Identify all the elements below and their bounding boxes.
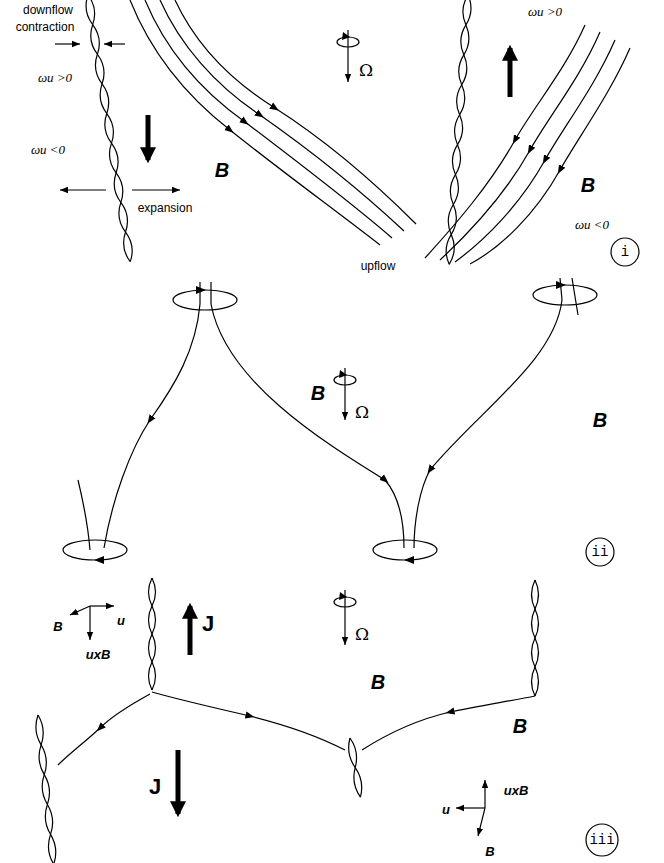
twisted-flux-tube bbox=[84, 0, 134, 262]
expansion-arrow bbox=[60, 189, 106, 190]
vector-arrow bbox=[478, 808, 485, 836]
panel-number: ii bbox=[590, 544, 611, 560]
expansion-arrow bbox=[132, 189, 180, 190]
current-arrow bbox=[176, 750, 181, 814]
field-stub bbox=[560, 278, 578, 315]
panel-number: iii bbox=[587, 832, 616, 848]
vector-arrow bbox=[70, 606, 90, 615]
current-label: J bbox=[200, 611, 216, 637]
vorticity-label: ωu <0 bbox=[29, 142, 67, 158]
rotation-loop bbox=[334, 597, 356, 607]
tube-strand bbox=[445, 0, 472, 265]
field-line bbox=[152, 692, 345, 750]
flow-label: expansion bbox=[136, 201, 195, 215]
flow-label: contraction bbox=[14, 20, 77, 34]
twisted-flux-tube bbox=[445, 0, 472, 265]
vector-label: u bbox=[440, 802, 452, 817]
field-line bbox=[470, 48, 630, 264]
vector-label: B bbox=[51, 619, 64, 634]
rotation-loop bbox=[334, 375, 356, 385]
rotation-loop bbox=[337, 37, 359, 47]
vorticity-label: ωu >0 bbox=[526, 4, 564, 20]
vector-arrow bbox=[456, 807, 485, 808]
tube-strand bbox=[347, 737, 364, 797]
rotation-label: Ω bbox=[357, 60, 375, 80]
twisted-flux-tube bbox=[35, 715, 58, 863]
field-line bbox=[104, 304, 200, 548]
field-label: B bbox=[511, 715, 529, 738]
contraction-arrow bbox=[55, 43, 80, 44]
twisted-flux-tube bbox=[532, 580, 539, 696]
vector-label: uxB bbox=[502, 783, 531, 798]
field-label: B bbox=[213, 159, 231, 182]
tube-strand bbox=[532, 580, 539, 696]
vector-arrow bbox=[90, 605, 114, 606]
field-line bbox=[455, 40, 615, 262]
field-line bbox=[425, 25, 585, 258]
rotation-arrowhead bbox=[342, 32, 350, 40]
field-stub bbox=[200, 282, 211, 304]
panel-number: i bbox=[619, 244, 631, 260]
field-line bbox=[160, 0, 404, 231]
panel-number-circle bbox=[586, 538, 614, 566]
tube-strand bbox=[347, 737, 364, 797]
vortex-loop bbox=[533, 285, 597, 305]
rotation-arrowhead bbox=[339, 592, 347, 600]
tube-strand bbox=[35, 715, 58, 863]
tube-strand bbox=[445, 0, 472, 265]
field-line bbox=[414, 300, 562, 548]
field-label: B bbox=[591, 409, 609, 432]
vortex-loop bbox=[373, 540, 437, 560]
tube-strand bbox=[149, 578, 156, 690]
vortex-arrowhead bbox=[196, 286, 206, 294]
tube-strand bbox=[35, 715, 58, 863]
rotation-label: Ω bbox=[353, 402, 371, 422]
current-label: J bbox=[147, 774, 163, 800]
flow-arrow bbox=[508, 48, 513, 97]
vorticity-label: ωu >0 bbox=[36, 70, 74, 86]
vortex-arrowhead bbox=[404, 556, 414, 564]
vorticity-label: ωu <0 bbox=[573, 217, 611, 233]
field-line bbox=[211, 304, 404, 548]
twisted-flux-tube bbox=[149, 578, 156, 690]
vector-arrow bbox=[89, 606, 90, 640]
vortex-arrowhead bbox=[94, 556, 104, 564]
twisted-flux-tube bbox=[347, 737, 364, 797]
field-line bbox=[362, 696, 535, 750]
field-line bbox=[130, 0, 380, 245]
tube-strand bbox=[532, 580, 539, 696]
field-stub bbox=[78, 480, 90, 550]
vector-label: u bbox=[115, 613, 127, 628]
flow-label: downflow bbox=[21, 3, 75, 17]
vector-arrow bbox=[484, 780, 485, 808]
panel-number-circle bbox=[586, 824, 618, 856]
field-label: B bbox=[579, 174, 597, 197]
vector-label: B bbox=[483, 844, 496, 859]
tube-strand bbox=[84, 0, 134, 262]
field-line bbox=[58, 694, 150, 765]
vortex-loop bbox=[173, 290, 237, 310]
field-label: B bbox=[369, 671, 387, 694]
tube-strand bbox=[84, 0, 134, 262]
flow-arrow bbox=[146, 115, 151, 160]
rotation-label: Ω bbox=[353, 624, 371, 644]
field-label: B bbox=[309, 382, 327, 405]
field-line bbox=[175, 0, 416, 224]
tube-strand bbox=[149, 578, 156, 690]
flow-label: upflow bbox=[359, 259, 398, 273]
current-arrow bbox=[188, 606, 193, 655]
panel-number-circle bbox=[611, 238, 639, 266]
vortex-loop bbox=[63, 540, 127, 560]
vector-label: uxB bbox=[84, 647, 113, 662]
rotation-arrowhead bbox=[339, 370, 347, 378]
rotation-axis bbox=[344, 590, 345, 645]
contraction-arrow bbox=[104, 43, 125, 44]
